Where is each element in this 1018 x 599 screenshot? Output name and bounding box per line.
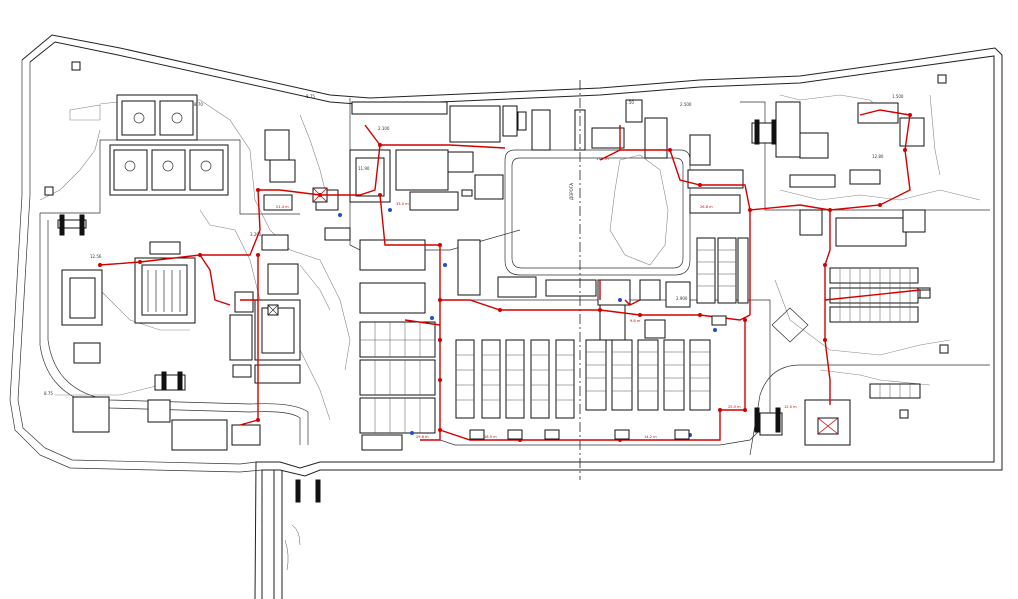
network-node <box>138 260 142 264</box>
network-node <box>378 193 382 197</box>
elevation-labels: 8.75 8.75 8.70 12.56 11.90 2.900 1.50 12… <box>44 94 904 396</box>
elevation-label: 2.500 <box>680 102 692 107</box>
network-node <box>98 263 102 267</box>
pipe-label: 33.0 m <box>396 202 409 206</box>
lane-label: ДОРОГА <box>569 183 574 200</box>
network-node <box>438 428 442 432</box>
row-divisions <box>360 249 736 433</box>
housing-rows-center <box>455 237 749 419</box>
upper-middle-buildings <box>315 99 744 314</box>
network-node <box>638 313 642 317</box>
network-node <box>748 208 752 212</box>
network-node <box>438 338 442 342</box>
network-node <box>828 208 832 212</box>
housing-rows-west <box>359 321 436 451</box>
network-node <box>378 143 382 147</box>
network-node <box>438 378 442 382</box>
network-node <box>256 253 260 257</box>
network-node <box>718 408 722 412</box>
pipe-label: 25.5 m <box>728 405 741 409</box>
unit-blocks <box>461 189 931 440</box>
blue-nodes <box>338 208 717 437</box>
network-node <box>823 338 827 342</box>
marked-structures <box>267 187 839 435</box>
pipe-label: 26.8 m <box>700 205 713 209</box>
network-nodes <box>98 113 912 442</box>
pipe-label: 12.0 m <box>784 405 797 409</box>
network-node <box>430 316 434 320</box>
east-buildings <box>751 74 949 446</box>
gates <box>59 119 781 503</box>
pipe-label: 14.2 m <box>644 435 657 439</box>
pipe-label: 9.8 m <box>630 319 641 323</box>
network-node <box>388 208 392 212</box>
elevation-label: 1.500 <box>892 94 904 99</box>
south-road <box>273 470 301 599</box>
network-node <box>698 313 702 317</box>
network-node <box>668 148 672 152</box>
network-node <box>618 298 622 302</box>
network-node <box>713 328 717 332</box>
elevation-label: 1.50 <box>625 100 634 105</box>
elevation-label: 2.900 <box>676 296 688 301</box>
pipe-label: 18.0 m <box>484 435 497 439</box>
network-node <box>438 243 442 247</box>
elevation-label: 3.200 <box>250 232 262 237</box>
network-node <box>698 183 702 187</box>
elevation-label: 12.56 <box>90 254 102 259</box>
pipe-label: 17.7 m <box>596 157 609 161</box>
utility-network <box>99 109 921 441</box>
network-node <box>256 418 260 422</box>
network-node <box>443 263 447 267</box>
pipe-label: 29.6 m <box>416 435 429 439</box>
network-node <box>256 188 260 192</box>
network-node <box>410 431 414 435</box>
pipe-length-labels: 29.6 m 18.0 m 14.2 m 25.5 m 12.0 m 33.0 … <box>276 157 797 439</box>
central-west-buildings <box>229 194 301 384</box>
elevation-label: 12.80 <box>872 154 884 159</box>
network-node <box>743 318 747 322</box>
network-node <box>498 308 502 312</box>
network-node <box>318 193 322 197</box>
network-node <box>198 253 202 257</box>
pipe-label: 21.4 m <box>276 205 289 209</box>
network-node <box>598 308 602 312</box>
network-node <box>438 298 442 302</box>
elevation-label: 8.70 <box>194 102 203 107</box>
tank-block <box>109 94 229 196</box>
network-node <box>338 213 342 217</box>
network-node <box>878 203 882 207</box>
elevation-label: 2.100 <box>378 126 390 131</box>
perimeter-road <box>9 34 1003 599</box>
network-node <box>823 263 827 267</box>
network-node <box>908 113 912 117</box>
network-node <box>903 148 907 152</box>
elevation-label: 8.75 <box>44 391 53 396</box>
elevation-label: 11.90 <box>358 166 370 171</box>
inner-ring-road <box>39 98 990 456</box>
network-node <box>743 408 747 412</box>
elevation-label: 8.75 <box>306 94 315 99</box>
